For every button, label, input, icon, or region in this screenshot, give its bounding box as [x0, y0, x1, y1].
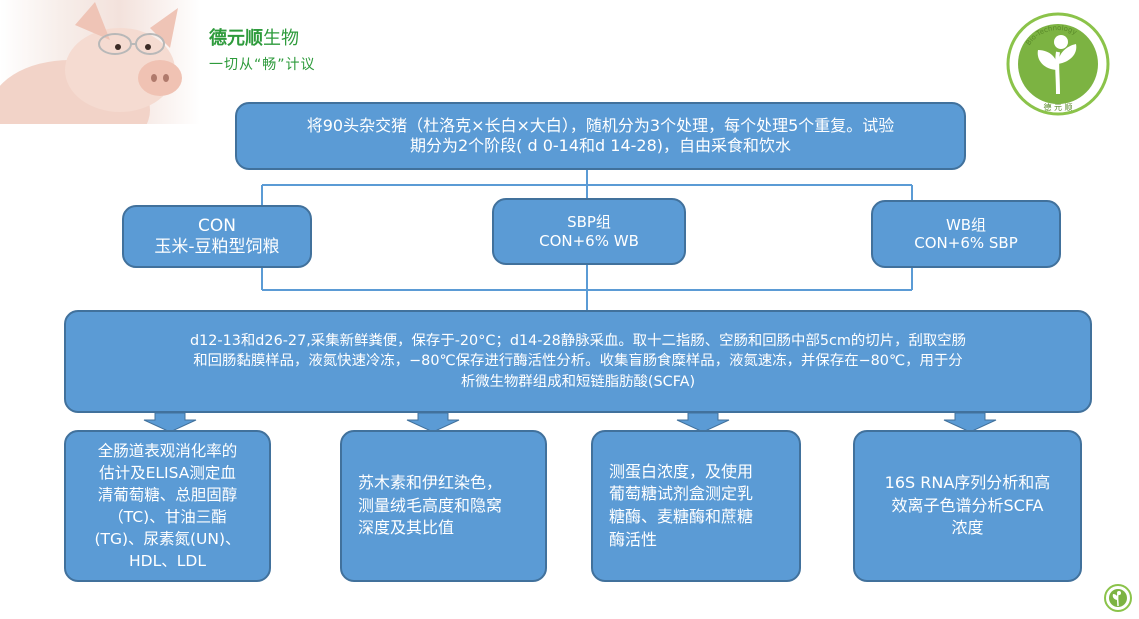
arrow-down-2 — [406, 412, 460, 433]
sampling-line-2: 和回肠黏膜样品，液氮快速冷冻，−80℃保存进行酶活性分析。收集盲肠食糜样品，液氮… — [193, 353, 963, 370]
analysis-2-line: 深度及其比值 — [358, 518, 455, 538]
analysis-4-line: 浓度 — [951, 518, 984, 538]
arrow-down-4 — [943, 412, 997, 433]
arrow-down-1 — [143, 412, 197, 433]
experiment-design-box: 将90头杂交猪（杜洛克×长白×大白），随机分为3个处理，每个处理5个重复。试验 … — [235, 102, 966, 170]
group-con-diet: 玉米-豆粕型饲粮 — [154, 236, 280, 257]
group-sbp-title: SBP组 — [567, 213, 611, 232]
experiment-design-line-2: 期分为2个阶段( d 0-14和d 14-28)，自由采食和饮水 — [409, 136, 792, 155]
analysis-1-line: （TC)、甘油三酯 — [108, 508, 227, 526]
brand-title: 德元顺生物 — [209, 28, 299, 49]
group-con-box: CON 玉米-豆粕型饲粮 — [122, 205, 312, 268]
analysis-4-line: 16S RNA序列分析和高 — [884, 472, 1051, 492]
analysis-digestibility-box: 全肠道表观消化率的 估计及ELISA测定血 清葡萄糖、总胆固醇 （TC)、甘油三… — [64, 430, 271, 582]
analysis-3-line: 测蛋白浓度，及使用 — [609, 461, 754, 481]
analysis-3-line: 酶活性 — [609, 529, 658, 549]
analysis-3-line: 葡萄糖试剂盒测定乳 — [609, 484, 754, 504]
analysis-1-line: 估计及ELISA测定血 — [99, 464, 236, 482]
sampling-line-1: d12-13和d26-27,采集新鲜粪便，保存于-20°C；d14-28静脉采血… — [189, 332, 967, 349]
group-con-title: CON — [198, 215, 236, 236]
pig-illustration — [0, 2, 182, 124]
svg-text:德 元 顺: 德 元 顺 — [1043, 102, 1072, 112]
group-wb-box: WB组 CON+6% SBP — [871, 200, 1061, 268]
analysis-4-line: 效离子色谱分析SCFA — [891, 495, 1044, 515]
group-sbp-diet: CON+6% WB — [539, 231, 639, 250]
group-wb-title: WB组 — [945, 215, 987, 234]
group-wb-diet: CON+6% SBP — [914, 234, 1018, 252]
pig-photo — [0, 0, 200, 124]
analysis-microbiota-box: 16S RNA序列分析和高 效离子色谱分析SCFA 浓度 — [853, 430, 1082, 582]
company-logo: Bio-Technology 德 元 顺 — [1006, 12, 1110, 116]
analysis-enzyme-box: 测蛋白浓度，及使用 葡萄糖试剂盒测定乳 糖酶、麦糖酶和蔗糖 酶活性 — [591, 430, 801, 582]
brand-block: 德元顺生物 一切从“畅”计议 — [209, 24, 316, 74]
small-logo-icon — [1104, 584, 1132, 612]
sampling-line-3: 析微生物群组成和短链脂肪酸(SCFA) — [460, 373, 696, 390]
analysis-1-line: 全肠道表观消化率的 — [97, 442, 238, 460]
analysis-1-line: 清葡萄糖、总胆固醇 — [97, 486, 238, 504]
brand-slogan: 一切从“畅”计议 — [209, 57, 316, 73]
analysis-3-line: 糖酶、麦糖酶和蔗糖 — [609, 507, 754, 526]
arrow-down-3 — [676, 412, 730, 433]
experiment-design-line-1: 将90头杂交猪（杜洛克×长白×大白），随机分为3个处理，每个处理5个重复。试验 — [306, 116, 895, 136]
analysis-histology-box: 苏木素和伊红染色， 测量绒毛高度和隐窝 深度及其比值 — [340, 430, 547, 582]
analysis-1-line: (TG)、尿素氮(UN)、 — [94, 530, 241, 548]
analysis-2-line: 测量绒毛高度和隐窝 — [358, 495, 503, 515]
analysis-2-line: 苏木素和伊红染色， — [358, 472, 503, 492]
group-sbp-box: SBP组 CON+6% WB — [492, 198, 686, 265]
sampling-procedure-box: d12-13和d26-27,采集新鲜粪便，保存于-20°C；d14-28静脉采血… — [64, 310, 1092, 413]
analysis-1-line: HDL、LDL — [129, 552, 206, 570]
